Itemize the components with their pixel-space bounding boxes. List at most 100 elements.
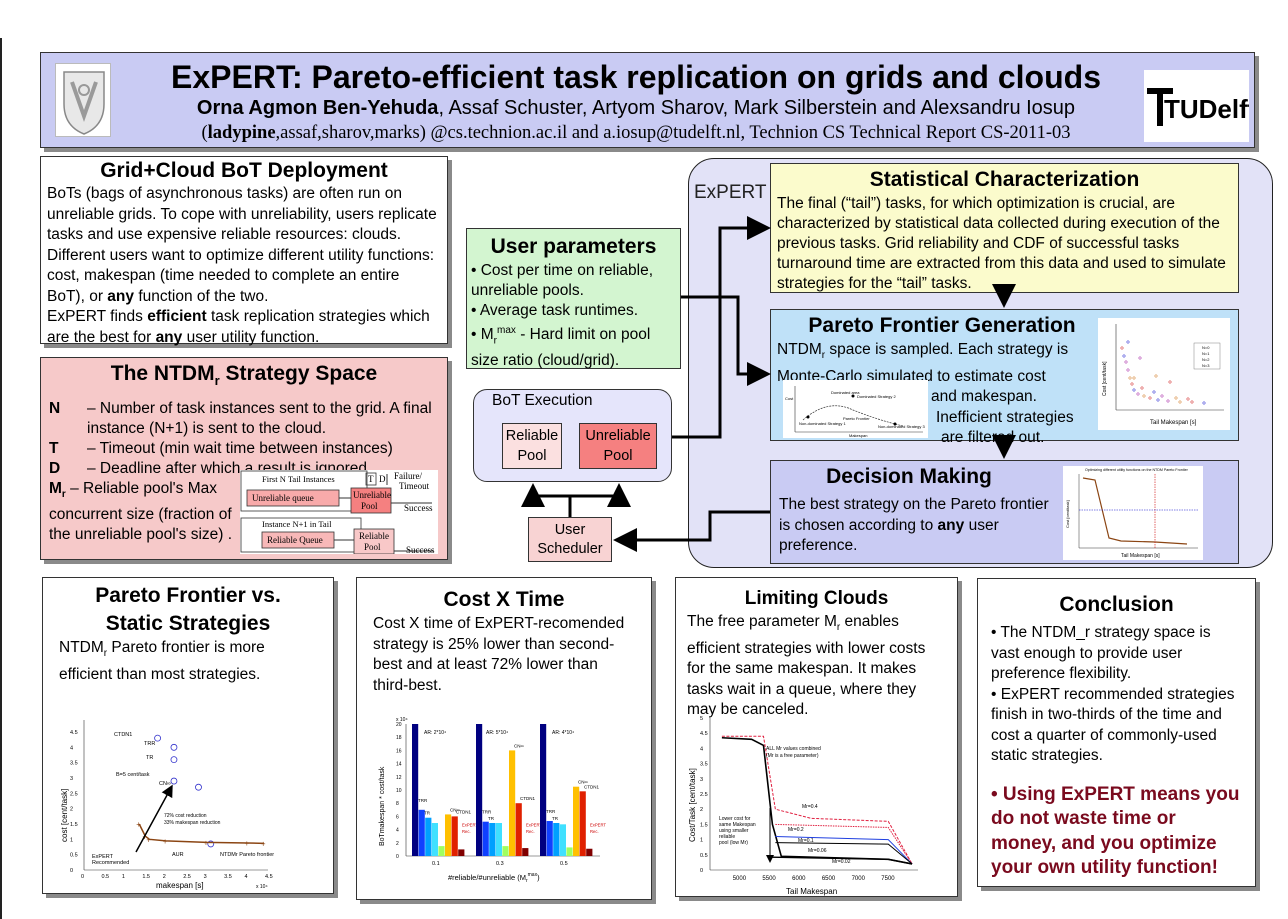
- scatter-thumb-point: [1174, 396, 1178, 400]
- scatter-thumb-point: [1202, 401, 1206, 405]
- chart2-xlabel-a: #reliable/#unreliable (M: [448, 873, 526, 882]
- grid-cloud-p1-bold: any: [107, 287, 135, 305]
- scatter-thumb-point: [1128, 376, 1132, 380]
- chart3-x-tick: 5000: [733, 876, 747, 882]
- grid-cloud-p1: BoTs (bags of asynchronous tasks) are of…: [47, 185, 437, 305]
- chart3-y-tick: 3.5: [700, 762, 708, 768]
- scatter-thumb-points: [1120, 340, 1206, 405]
- def-t: T– Timeout (min wait time between instan…: [49, 439, 439, 459]
- chart1-x-tick: 4: [245, 874, 248, 880]
- chart3-label-04: Mr=0.4: [802, 804, 818, 810]
- email-open: (: [201, 123, 208, 143]
- chart2-y-tick: 12: [396, 775, 402, 781]
- pareto-gen-line3: and makespan.: [931, 388, 1037, 406]
- chart1-y-tick: 3: [70, 776, 73, 782]
- chart2-bar-label: TR: [552, 816, 559, 821]
- chart1-y-tick: 1: [70, 837, 73, 843]
- unreliable-pool-l1: Unreliable: [585, 428, 651, 444]
- chart3-y-tick: 1.5: [700, 822, 708, 828]
- chart2-bar: [445, 814, 452, 856]
- def-d-key: D: [49, 460, 61, 478]
- chart1-note-cost: 72% cost reduction: [164, 813, 207, 819]
- diag-unrel-pool-2: Pool: [361, 501, 378, 511]
- chart3-y-tick: 1: [700, 838, 703, 844]
- decision-chart-ylabel: Cost [cent/task]: [1065, 500, 1070, 528]
- chart3-note-4: reliable: [719, 834, 735, 840]
- diag-t: T: [368, 474, 374, 484]
- scatter-thumb-xlabel: Tail Makespan [s]: [1150, 420, 1197, 426]
- scatter-thumb-point: [1132, 388, 1136, 392]
- chart2-bar: [438, 846, 445, 856]
- chart1-x-tick: 0: [81, 874, 84, 880]
- chart3-series-line: [775, 823, 913, 865]
- chart1-label-trr: TRR: [144, 741, 155, 747]
- scatter-legend-1: N=1: [1202, 351, 1210, 356]
- chart1-frontier-point: +: [261, 839, 266, 848]
- decision-title: Decision Making: [826, 465, 992, 488]
- chart3-y-tick: 4: [700, 746, 703, 752]
- chart2-bar: [458, 849, 465, 856]
- chart1-ylabel: cost [cent/task]: [60, 789, 69, 842]
- panel3-text-b: enables efficient strategies with lower …: [687, 613, 926, 719]
- email-rest: ,assaf,sharov,marks) @cs.technion.ac.il …: [275, 123, 1071, 143]
- chart1-label-tr: TR: [146, 755, 153, 761]
- chart1-y-tick: 4: [70, 745, 73, 751]
- grid-cloud-p2-end: user utility function.: [182, 328, 320, 346]
- chart2-bar: [495, 823, 502, 856]
- mr-sup: max: [497, 325, 516, 336]
- chart2-yexp: x 10⁴: [396, 717, 408, 723]
- chart2-bar: [559, 824, 566, 856]
- chart2-bar: [431, 823, 438, 856]
- scatter-thumb-point: [1148, 396, 1152, 400]
- chart3-label-006: Mr=0.06: [808, 848, 827, 854]
- conclusion-panel: Conclusion • The NTDM_r strategy space i…: [977, 578, 1256, 887]
- chart3-x-tick: 7000: [852, 876, 866, 882]
- user-param-item: • Cost per time on reliable, unreliable …: [471, 262, 654, 299]
- chart1-label-expert: ExPERT: [92, 854, 114, 860]
- chart3-xlabel: Tail Makespan: [786, 887, 837, 896]
- decision-text-b: user preference.: [779, 516, 999, 555]
- chart2-xlabel-sub: r: [526, 878, 528, 884]
- chart1-xexp: x 10⁴: [256, 884, 268, 890]
- chart3-label-002: Mr=0.02: [832, 859, 851, 865]
- chart2-bar-label: CN∞: [514, 743, 524, 748]
- ntdm-queue-diagram: First N Tail Instances T D Failure/ Time…: [240, 470, 438, 555]
- chart3-note-5: pool (low Mr): [719, 840, 748, 846]
- chart2-bar-label: ExPERT: [590, 822, 606, 827]
- chart1-y-tick: 1.5: [70, 822, 78, 828]
- diag-success-2: Success: [406, 545, 435, 554]
- chart3-ylabel: Cost/Task [cent/task]: [688, 768, 697, 842]
- chart1-y-tick: 0: [70, 868, 73, 874]
- grid-cloud-p2-mid: task replication strategies which are th…: [47, 308, 430, 346]
- chart1-frontier-point: +: [136, 820, 141, 829]
- scatter-thumb-point: [1120, 346, 1124, 350]
- chart2-bar-label: CN∞: [450, 807, 460, 812]
- chart2-bar-label: TRR: [482, 810, 492, 815]
- chart1-y-tick: 3.5: [70, 761, 78, 767]
- scatter-thumb-point: [1138, 356, 1142, 360]
- def-n-key: N: [49, 400, 61, 418]
- scatter-thumb-point: [1142, 394, 1146, 398]
- chart3-label-02: Mr=0.2: [788, 827, 804, 833]
- diag-rel-pool-2: Pool: [364, 542, 381, 552]
- chart2-x-tick: 0.3: [496, 861, 504, 867]
- chart3-y-tick: 0: [700, 868, 703, 874]
- scatter-thumb-point: [1130, 382, 1134, 386]
- chart3-label-free: (Mr is a free parameter): [766, 753, 819, 759]
- chart3-x-tick: 6500: [822, 876, 836, 882]
- chart2-y-tick: 10: [396, 788, 402, 794]
- technion-logo: [55, 63, 111, 137]
- def-mr-sub: r: [61, 489, 66, 501]
- pg-line1-sub: r: [821, 350, 826, 362]
- chart1-point: [207, 840, 215, 848]
- scatter-thumb-point: [1156, 398, 1160, 402]
- chart1-x-tick: 3.5: [224, 874, 232, 880]
- ntdm-title: The NTDMr Strategy Space: [49, 360, 439, 395]
- other-authors: , Assaf Schuster, Artyom Sharov, Mark Si…: [438, 97, 1076, 119]
- scheduler-l2: Scheduler: [537, 541, 603, 557]
- chart2-bar: [412, 724, 419, 856]
- chart1-y-tick: 2.5: [70, 791, 78, 797]
